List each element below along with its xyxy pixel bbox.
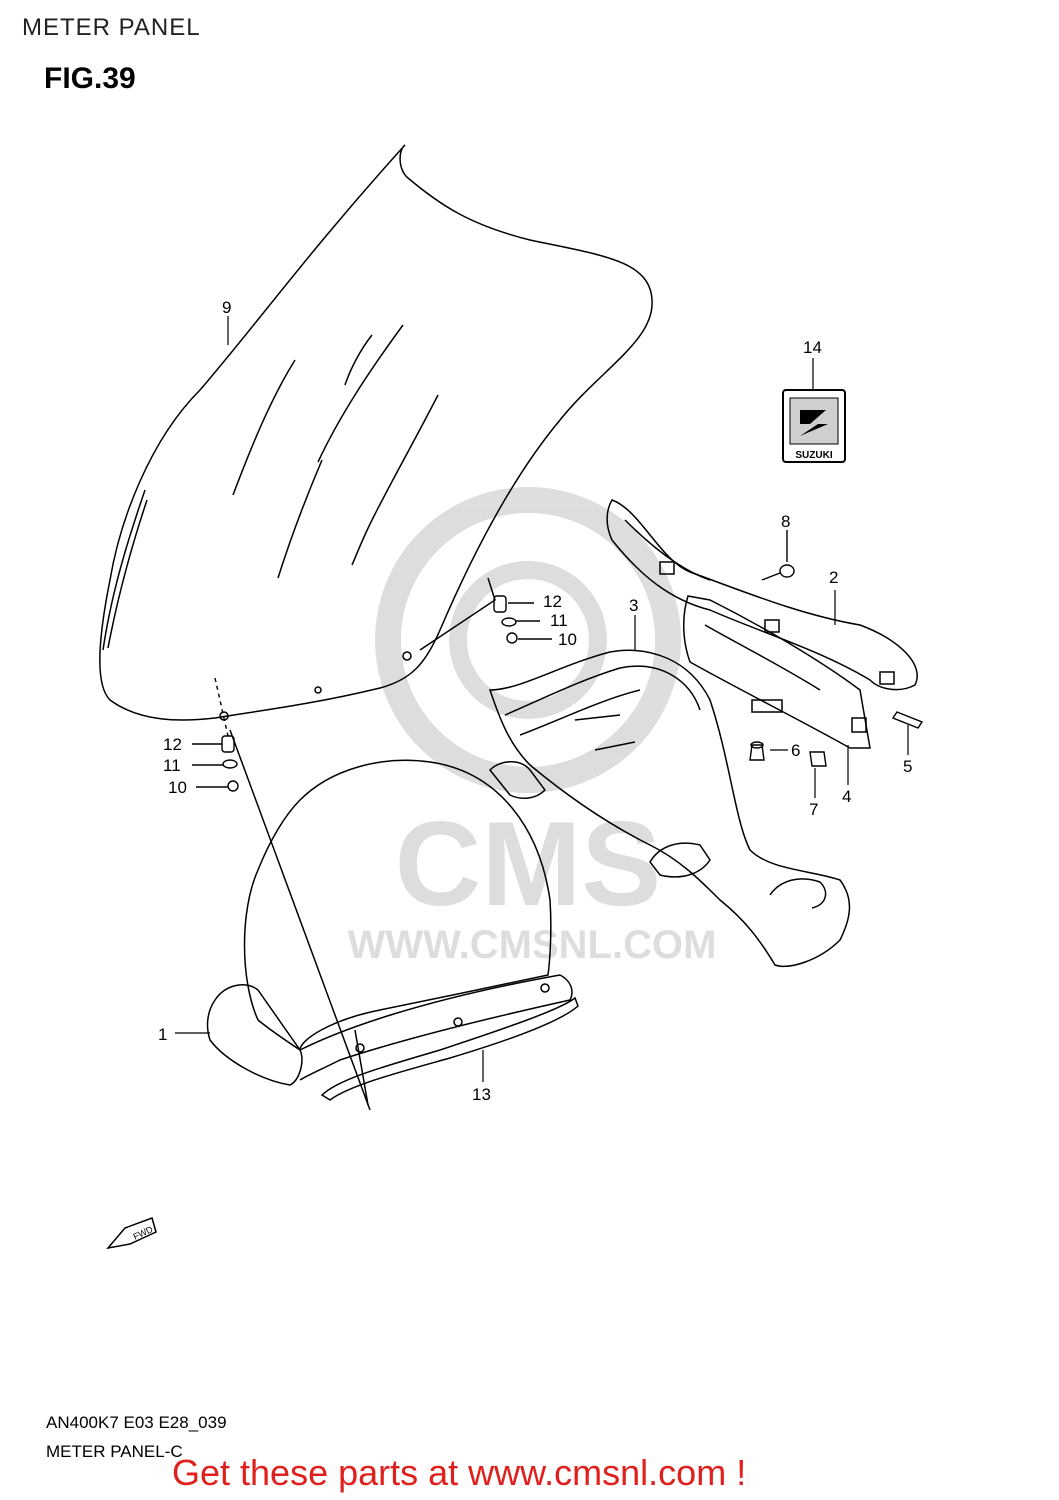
emblem-brand: SUZUKI [795,450,832,461]
clip-6 [749,741,765,761]
callout-2: 2 [829,568,838,587]
callout-5: 5 [903,757,912,776]
callout-13: 13 [472,1085,491,1104]
nut-7 [809,751,827,767]
fastener-set-right [493,595,552,644]
page-title: METER PANEL [22,14,201,41]
callout-11b: 11 [163,756,181,775]
figure-label: FIG.39 [44,62,136,95]
emblem-14: SUZUKI [782,389,846,463]
forward-arrow-icon: FWD [106,1217,157,1250]
inner-cowl [488,649,851,967]
panel-name: METER PANEL-C [46,1442,183,1461]
callout-7: 7 [809,800,818,819]
callout-14: 14 [803,338,822,357]
callout-12b: 12 [163,735,182,754]
callout-4: 4 [842,787,851,806]
fastener-set-left [192,677,239,792]
diagram-code: AN400K7 E03 E28_039 [46,1413,227,1432]
watermark-logo: CMS [395,797,662,931]
watermark-url: WWW.CMSNL.COM [348,923,717,967]
callout-6: 6 [791,741,800,760]
watermark: CMS WWW.CMSNL.COM [348,487,717,967]
meter-panel-cover [206,729,579,1111]
pin-5 [891,711,924,729]
callout-10a: 10 [558,630,577,649]
callout-12a: 12 [543,592,562,611]
callout-11a: 11 [550,611,568,630]
callout-8: 8 [781,512,790,531]
meter-bracket [606,499,918,749]
promo-link[interactable]: Get these parts at www.cmsnl.com ! [172,1452,747,1493]
callout-1: 1 [158,1025,167,1044]
callout-3: 3 [629,596,638,615]
windscreen-upper [99,144,653,721]
callout-9: 9 [222,298,231,317]
callout-10b: 10 [168,778,187,797]
screw-8 [761,530,795,581]
leader-lines [175,316,909,1082]
